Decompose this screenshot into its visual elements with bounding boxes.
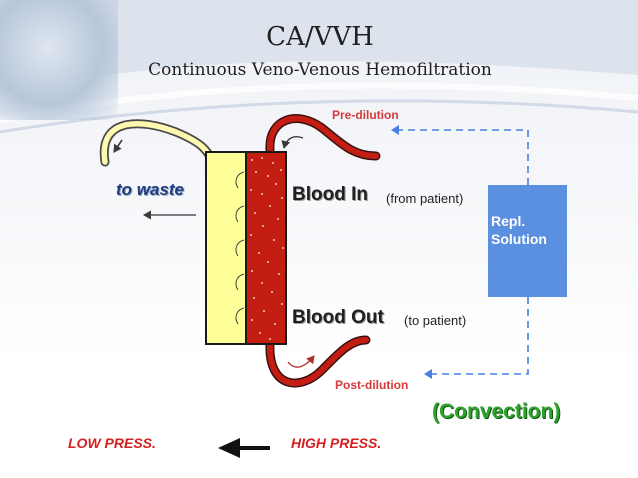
pre-dilution-label: Pre-dilution xyxy=(332,108,399,122)
convection-label: (Convection) xyxy=(432,400,561,423)
waste-tube xyxy=(99,119,219,173)
blood-compartment xyxy=(246,152,286,344)
post-dilution-label: Post-dilution xyxy=(335,378,409,392)
blood-outlet-tube xyxy=(265,335,371,388)
filtrate-compartment xyxy=(206,152,246,344)
blood-inlet-tube xyxy=(265,114,381,161)
blood-out-note: (to patient) xyxy=(404,313,467,328)
slide-title: CA/VVH xyxy=(266,22,374,52)
replacement-dashed-lines xyxy=(391,125,529,379)
arrow-left-icon xyxy=(218,438,270,458)
surgeon-photo xyxy=(0,0,118,120)
slide-subtitle: Continuous Veno-Venous Hemofiltration xyxy=(148,60,492,80)
blood-in-label: Blood In xyxy=(292,184,368,205)
blood-particles xyxy=(250,157,284,340)
low-pressure-label: LOW PRESS. xyxy=(68,435,156,451)
to-waste-label: to waste xyxy=(116,180,185,199)
hemofilter xyxy=(205,151,287,345)
high-pressure-label: HIGH PRESS. xyxy=(291,435,382,451)
replacement-solution-box: Repl. Solution xyxy=(488,185,567,297)
replacement-label-line2: Solution xyxy=(491,231,547,247)
blood-in-note: (from patient) xyxy=(386,191,464,206)
replacement-label-line1: Repl. xyxy=(491,213,526,229)
blood-out-label: Blood Out xyxy=(292,307,384,328)
filtration-arrows xyxy=(235,171,245,325)
